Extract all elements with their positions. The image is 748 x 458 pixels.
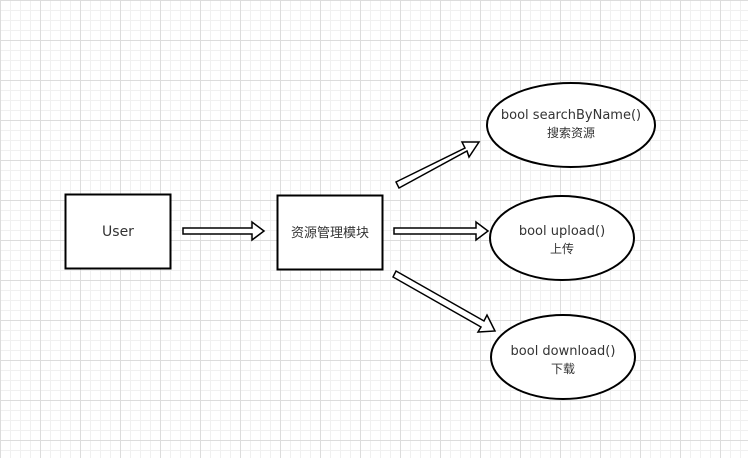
method-description-upload: 上传 bbox=[550, 241, 574, 256]
user-box bbox=[64, 193, 172, 270]
method-signature-download: bool download() bbox=[511, 344, 616, 359]
method-ellipse-search bbox=[486, 82, 656, 168]
method-ellipse-download bbox=[490, 314, 636, 400]
user-node[interactable]: User bbox=[64, 193, 172, 270]
method-description-download: 下载 bbox=[551, 362, 575, 376]
method-node-search[interactable]: bool searchByName() 搜索资源 bbox=[486, 82, 656, 168]
module-label: 资源管理模块 bbox=[291, 226, 369, 241]
method-signature-search: bool searchByName() bbox=[501, 108, 641, 123]
method-description-search: 搜索资源 bbox=[547, 125, 595, 140]
user-label: User bbox=[102, 224, 134, 240]
module-node[interactable]: 资源管理模块 bbox=[276, 194, 384, 271]
arrow-user-to-module bbox=[182, 220, 266, 242]
arrow-module-to-upload bbox=[393, 220, 490, 242]
method-node-download[interactable]: bool download() 下载 bbox=[490, 314, 636, 400]
arrow-module-to-download bbox=[392, 269, 497, 333]
method-ellipse-upload bbox=[489, 195, 635, 281]
method-node-upload[interactable]: bool upload() 上传 bbox=[489, 195, 635, 281]
module-box bbox=[276, 194, 384, 271]
arrow-module-to-search bbox=[394, 141, 481, 190]
method-signature-upload: bool upload() bbox=[519, 224, 605, 239]
